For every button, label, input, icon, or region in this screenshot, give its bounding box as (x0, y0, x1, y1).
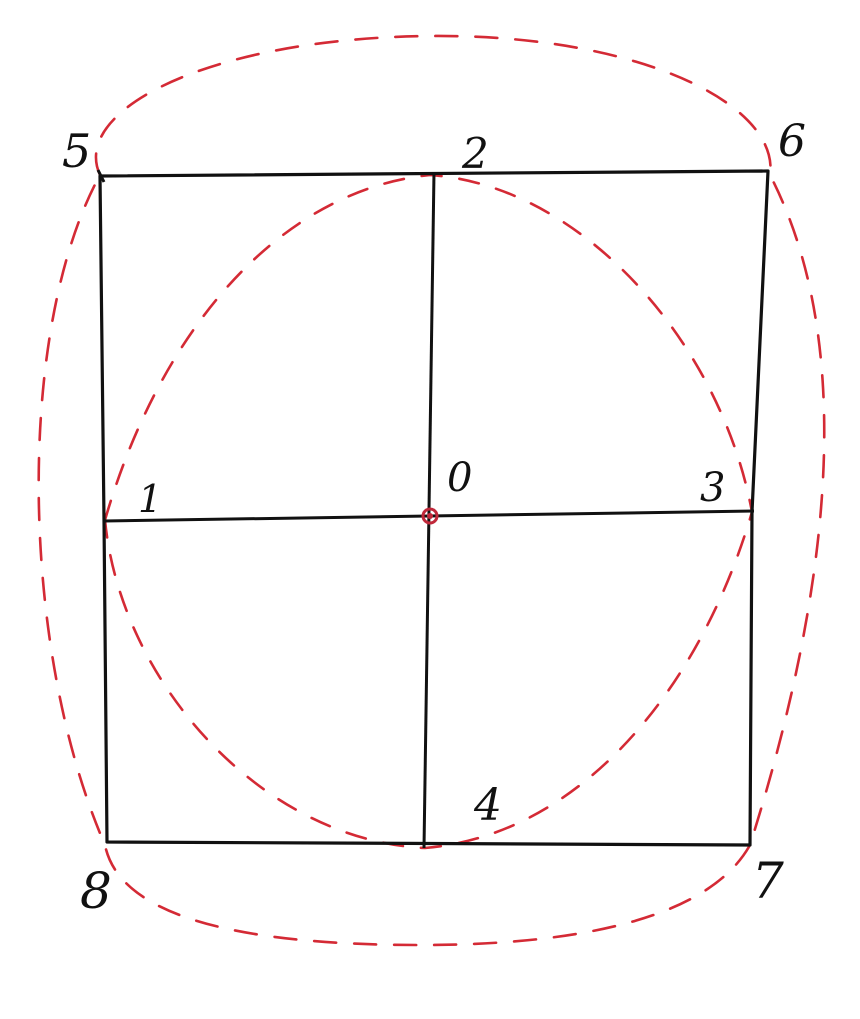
point-label-3: 3 (700, 465, 726, 511)
point-label-1: 1 (138, 477, 163, 521)
point-label-6: 6 (778, 116, 806, 167)
point-label-4: 4 (474, 780, 502, 831)
point-label-5: 5 (62, 124, 92, 178)
point-label-8: 8 (80, 862, 112, 920)
corner-tick-5 (96, 169, 106, 183)
center-point (421, 507, 439, 525)
point-label-2: 2 (462, 129, 489, 178)
outer-dashed-circle (37, 34, 826, 947)
center-point-fill (427, 513, 433, 519)
point-label-7: 7 (752, 852, 784, 910)
point-label-0: 0 (447, 455, 473, 501)
